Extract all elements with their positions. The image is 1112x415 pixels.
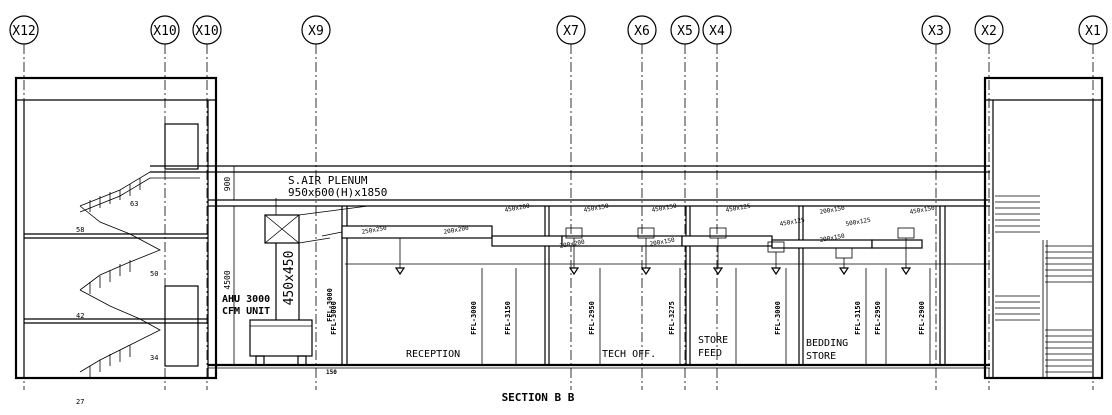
duct-size-11: 200x200	[559, 239, 585, 250]
ffl-labels: FFL-3000 FFL-3150 FFL-3000 FFL-3275 FFL-…	[330, 301, 926, 335]
grid-label-x12: X12	[12, 24, 35, 39]
duct-size-5: 450x150	[651, 203, 677, 214]
grid-label-x1: X1	[1085, 24, 1101, 39]
dim-4500: 4500	[223, 270, 232, 289]
grid-bubble-x2: X2	[974, 15, 1004, 45]
dim-150: 150	[326, 369, 337, 376]
ffl-label-4: FFL-3275	[668, 301, 676, 335]
section-title: SECTION B B	[502, 391, 575, 404]
stair-level-63: 63	[130, 200, 138, 208]
room-bedding-store-1: BEDDING	[806, 338, 848, 349]
ffl-label-1: FFL-3000	[330, 301, 338, 335]
grid-label-x10b: X10	[195, 24, 218, 39]
grid-bubble-x10a: X10	[150, 15, 180, 45]
duct-size-9: 500x125	[845, 217, 871, 228]
room-tech-off: TECH OFF.	[602, 349, 656, 360]
plenum-size: 950x600(H)x1850	[288, 186, 387, 199]
room-store-feed-2: FEED	[698, 348, 722, 359]
main-building-section	[150, 165, 990, 369]
ahu-label-line2: CFM UNIT	[222, 306, 270, 317]
dim-900: 900	[223, 177, 232, 192]
room-reception: RECEPTION	[406, 349, 460, 360]
overall-dimensions: 900 4500 150 FFL-3000	[223, 166, 337, 376]
grid-label-x4: X4	[709, 24, 725, 39]
grid-bubble-x5: X5	[670, 15, 700, 45]
grid-bubble-x7: X7	[556, 15, 586, 45]
stair-level-42: 42	[76, 312, 84, 320]
grid-label-x3: X3	[928, 24, 944, 39]
grid-label-x2: X2	[981, 24, 997, 39]
duct-size-13: 200x150	[819, 233, 845, 244]
duct-size-10: 450x150	[909, 205, 935, 216]
stair-level-50: 50	[150, 270, 158, 278]
right-stair-tower	[983, 76, 1104, 380]
ffl-label-9: FFL-2950	[874, 301, 882, 335]
ffl-label-3: FFL-3000	[470, 301, 478, 335]
grid-bubble-x9: X9	[301, 15, 331, 45]
ffl-label-7: FFL-3150	[854, 301, 862, 335]
grid-axis-lines	[23, 44, 1094, 390]
grid-bubble-x3: X3	[921, 15, 951, 45]
room-labels: RECEPTION TECH OFF. STORE FEED BEDDING S…	[406, 335, 848, 362]
grid-bubble-x10b: X10	[192, 15, 222, 45]
riser-size: 450x450	[282, 251, 297, 306]
grid-label-x9: X9	[308, 24, 324, 39]
duct-size-6: 450x125	[725, 203, 751, 214]
grid-bubble-x6: X6	[627, 15, 657, 45]
room-bedding-store-2: STORE	[806, 351, 836, 362]
duct-size-12: 200x150	[649, 237, 675, 248]
duct-size-8: 200x150	[819, 205, 845, 216]
grid-bubble-x4: X4	[702, 15, 732, 45]
grid-bubbles: X12 X10 X10 X9 X7 X6 X5 X4 X3 X2 X1	[9, 15, 1108, 45]
grid-bubble-x1: X1	[1078, 15, 1108, 45]
stair-level-58: 58	[76, 226, 84, 234]
grid-bubble-x12: X12	[9, 15, 39, 45]
plenum-label: S.AIR PLENUM	[288, 174, 368, 187]
grid-label-x6: X6	[634, 24, 650, 39]
duct-size-2: 200x200	[443, 225, 469, 236]
duct-size-3: 450x200	[504, 203, 530, 214]
room-store-feed-1: STORE	[698, 335, 728, 346]
ffl-label-8: FFL-2900	[918, 301, 926, 335]
ahu-ffl: FFL-3000	[326, 288, 334, 322]
ffl-label-2: FFL-3150	[504, 301, 512, 335]
ffl-label-6: FFL-3000	[774, 301, 782, 335]
grid-label-x5: X5	[677, 24, 693, 39]
left-stair-tower: 63 58 50 42 34 27	[14, 76, 218, 406]
duct-size-7: 450x125	[779, 217, 805, 228]
grid-label-x7: X7	[563, 24, 579, 39]
ffl-dimension-lines	[341, 268, 931, 365]
grid-label-x10a: X10	[153, 24, 176, 39]
stair-level-27: 27	[76, 398, 84, 406]
ahu-equipment	[249, 198, 369, 366]
duct-size-4: 450x150	[583, 203, 609, 214]
duct-size-1: 250x250	[361, 225, 387, 236]
diffusers	[394, 267, 912, 276]
supply-duct: 250x250 200x200 450x200 450x150 450x150 …	[321, 203, 936, 268]
ffl-label-5: FFL-2950	[588, 301, 596, 335]
equipment-labels: S.AIR PLENUM 950x600(H)x1850 AHU 3000 CF…	[222, 174, 387, 317]
stair-level-34: 34	[150, 354, 158, 362]
ahu-label-line1: AHU 3000	[222, 294, 270, 305]
